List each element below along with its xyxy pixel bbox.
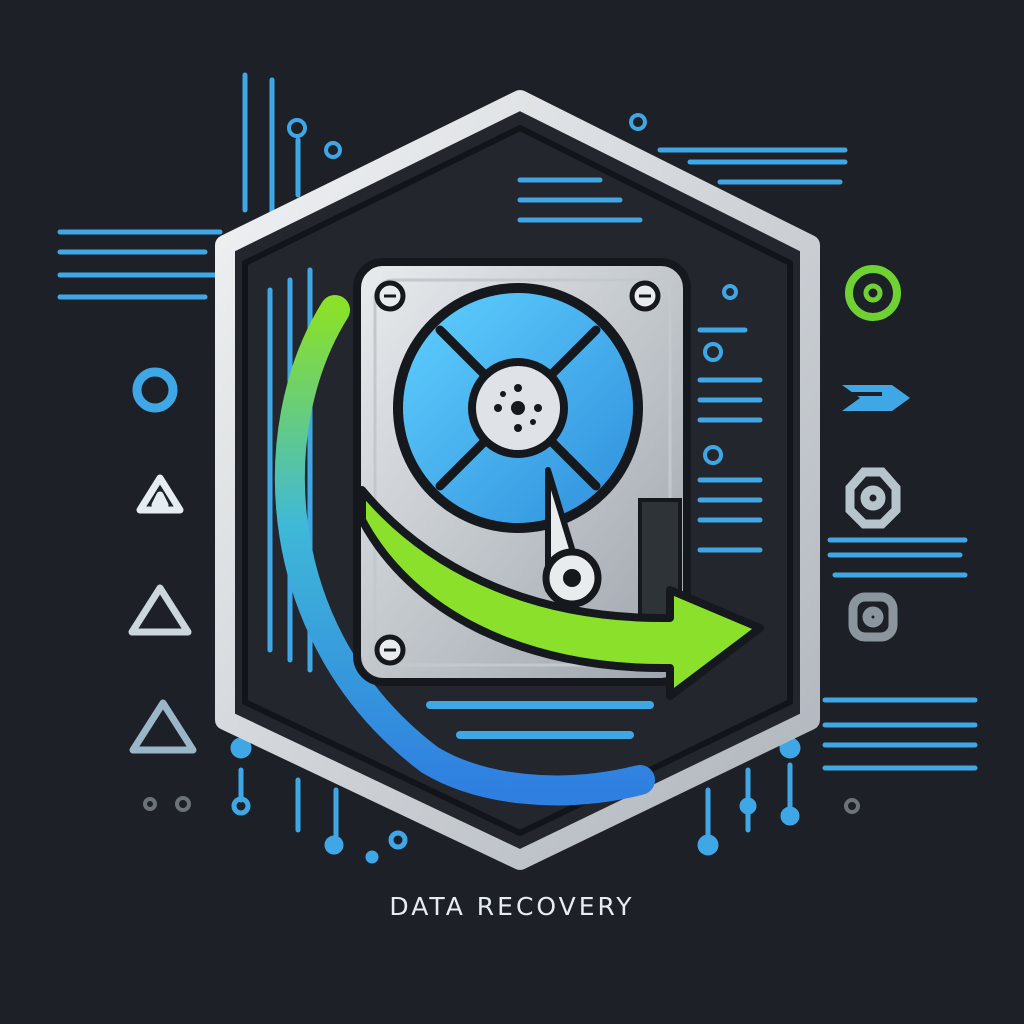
inner-stripes bbox=[267, 177, 763, 673]
octagon-icon bbox=[848, 592, 898, 642]
recycle-icon bbox=[128, 584, 192, 636]
circuit-lines-left bbox=[57, 72, 301, 300]
circuit-lines-right bbox=[657, 147, 978, 771]
circuit-dots-top-right bbox=[629, 113, 647, 131]
recycle-icon bbox=[129, 699, 197, 754]
brand-title: DATA RECOVERY bbox=[389, 892, 635, 921]
double-arrow-icon bbox=[842, 385, 910, 411]
recycle-icon bbox=[136, 474, 184, 514]
ring-icon bbox=[845, 265, 901, 321]
circuit-dots-muted bbox=[143, 796, 860, 814]
circuit-dots-top-left bbox=[287, 118, 342, 159]
recovery-arc bbox=[274, 295, 655, 806]
inner-circuit-dots bbox=[703, 284, 738, 465]
recovery-arrow-icon bbox=[358, 486, 764, 700]
ring-icon bbox=[132, 367, 178, 413]
octagon-icon bbox=[845, 467, 901, 529]
